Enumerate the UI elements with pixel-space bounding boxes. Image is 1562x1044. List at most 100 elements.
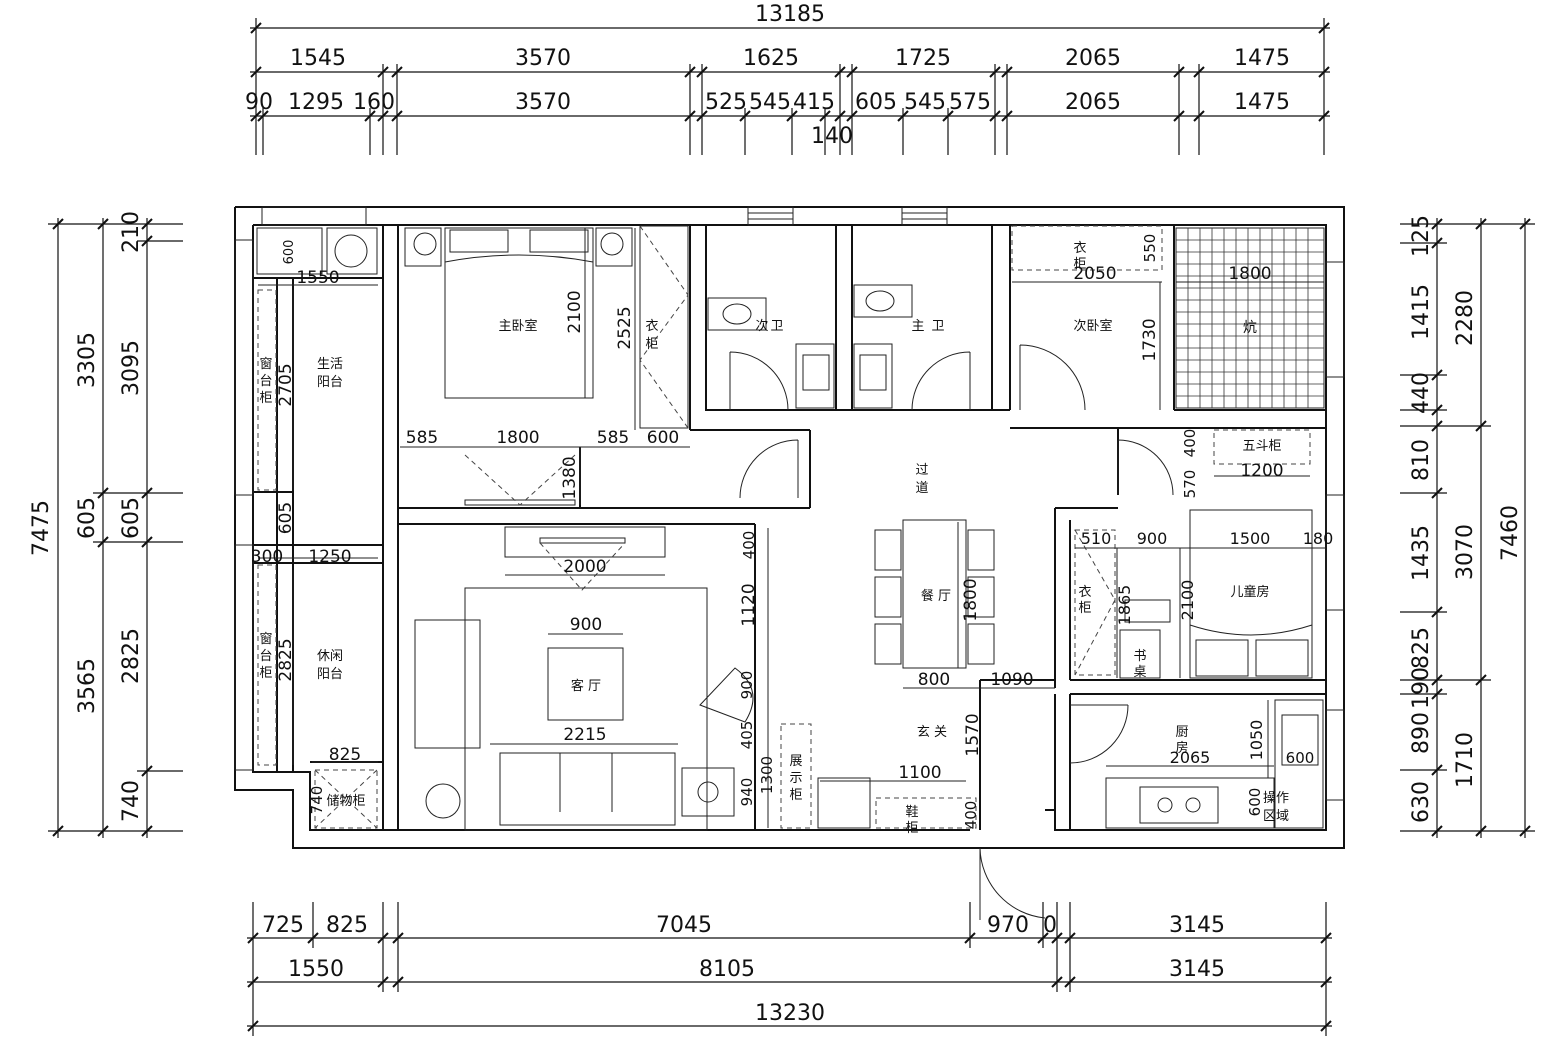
dim-left-inner: 740 [119, 780, 144, 822]
dim-wardrobe-c-length: 1865 [1115, 585, 1134, 626]
dim-bottom-r2: 3145 [1169, 957, 1225, 982]
room-kitchen-1: 厨 [1175, 725, 1188, 740]
dim-kang-width: 1800 [1228, 264, 1271, 284]
dim-gap-180: 180 [1303, 529, 1334, 548]
dim-2nd-wardrobe: 2050 [1073, 264, 1116, 284]
dim-tv-console: 2000 [563, 557, 606, 577]
dim-living-gap: 400 [740, 531, 758, 560]
dim-left-total: 7475 [29, 500, 54, 556]
room-window-cab-a-2: 台 [259, 374, 272, 389]
dim-sill: 300 [251, 547, 283, 567]
dim-right-inner: 1435 [1409, 525, 1434, 581]
dim-right-total: 7460 [1498, 505, 1523, 561]
dim-child-bed-length: 2100 [1178, 580, 1197, 621]
dim-kitchen-width: 2065 [1170, 748, 1211, 767]
dim-top-r3: 415 [793, 90, 835, 115]
room-shoe-1: 鞋 [905, 804, 918, 820]
room-second-bedroom: 次卧室 [1073, 318, 1112, 334]
dim-fridge: 600 [1286, 749, 1315, 767]
dim-sink: 600 [282, 240, 297, 265]
dim-left-inner: 2825 [119, 628, 144, 684]
dim-top-r3: 545 [749, 90, 791, 115]
dim-bottom-r1: 970 [987, 913, 1029, 938]
dim-gap-940: 940 [738, 778, 756, 807]
dim-sofa: 2215 [563, 725, 606, 745]
dim-bed-width: 1800 [496, 428, 539, 448]
room-corridor-2: 道 [915, 481, 928, 496]
top-dimensions: 13185 1545 3570 1625 1725 2065 1475 90 1… [245, 2, 1330, 155]
dim-top-r2: 2065 [1065, 46, 1121, 71]
room-children: 儿童房 [1230, 584, 1269, 600]
room-display-1: 展 [789, 754, 802, 769]
room-living-balcony-2: 阳台 [317, 375, 343, 390]
dim-balcony-width: 1550 [296, 268, 339, 288]
room-second-bath-2: 卫 [770, 319, 783, 334]
dim-counter-depth: 600 [1246, 788, 1264, 817]
dim-kitchen-depth: 1050 [1247, 720, 1266, 761]
dim-balcony-height: 2705 [276, 363, 296, 406]
dim-top-r3: 2065 [1065, 90, 1121, 115]
dim-left-mid: 3565 [75, 658, 100, 714]
dim-gap-405: 405 [738, 721, 756, 750]
dim-left-inner: 605 [119, 497, 144, 539]
dim-right-inner: 825 [1409, 627, 1434, 669]
room-wardrobe-b-1: 衣 [1073, 240, 1086, 256]
room-dining: 餐 厅 [921, 588, 951, 604]
room-kang: 炕 [1243, 320, 1257, 336]
dim-storage-depth: 740 [308, 786, 326, 815]
dim-balcony-gap: 605 [276, 502, 296, 534]
room-living: 客 厅 [571, 678, 601, 694]
dim-right-mid: 3070 [1453, 524, 1478, 580]
dim-balcony-width-2: 1250 [308, 547, 351, 567]
dim-top-r3: 1295 [288, 90, 344, 115]
dim-left-inner: 210 [119, 211, 144, 253]
interior-dimension-lines [258, 228, 1326, 828]
room-foyer: 玄 关 [917, 725, 947, 740]
dim-armchair: 900 [738, 671, 756, 700]
bottom-dimensions: 725 825 7045 970 0 3145 1550 8105 3145 1… [247, 902, 1332, 1036]
dim-balcony-height-2: 2825 [276, 638, 296, 681]
dim-wardrobe-length: 2525 [615, 306, 635, 349]
room-display-2: 示 [789, 771, 802, 786]
room-window-cab-b-1: 窗 [259, 631, 272, 647]
room-leisure-balcony-2: 阳台 [317, 667, 343, 682]
room-desk-1: 书 [1133, 649, 1146, 664]
room-window-cab-b-2: 台 [259, 649, 272, 664]
dim-right-inner: 890 [1409, 712, 1434, 754]
dim-display-height: 1300 [758, 756, 776, 794]
dim-right-mid: 1710 [1453, 732, 1478, 788]
dim-shoe-width: 1100 [898, 763, 941, 783]
dim-top-r3: 3570 [515, 90, 571, 115]
room-kitchen-2: 房 [1175, 740, 1188, 756]
furniture [256, 225, 1325, 831]
room-wardrobe-c-2: 柜 [1078, 601, 1091, 616]
dim-chest-depth: 570 [1181, 470, 1199, 499]
dim-top-r2: 1475 [1234, 46, 1290, 71]
room-master-bath-1: 主 [911, 319, 924, 334]
room-chest: 五斗柜 [1242, 439, 1281, 454]
dim-child-bed: 1500 [1230, 529, 1271, 548]
dim-right-inner: 810 [1409, 439, 1434, 481]
room-wardrobe-a-1: 衣 [645, 318, 658, 334]
dim-wardrobe-c: 510 [1081, 529, 1112, 548]
dim-bottom-total: 13230 [755, 1001, 825, 1026]
dim-bottom-r1: 3145 [1169, 913, 1225, 938]
room-work-area-1: 操作 [1263, 790, 1289, 806]
dim-living-side: 1120 [739, 583, 759, 626]
dim-left-mid: 605 [75, 497, 100, 539]
room-master-bath-2: 卫 [931, 319, 944, 334]
windows [234, 206, 1345, 801]
dim-top-r3: 160 [353, 90, 395, 115]
right-dimensions: 125 1415 440 810 1435 825 190 890 630 22… [1400, 215, 1535, 838]
dim-right-inner: 190 [1409, 667, 1434, 709]
interior-dimension-labels: 1550 2705 605 300 1250 2825 825 740 600 … [251, 234, 1334, 830]
dim-left-inner: 3095 [119, 340, 144, 396]
left-dimensions: 7475 3305 605 3565 210 3095 605 2825 740 [29, 211, 183, 838]
dim-bottom-r1: 825 [326, 913, 368, 938]
room-window-cab-a-1: 窗 [259, 356, 272, 372]
dim-dining-side: 1090 [990, 670, 1033, 690]
room-window-cab-b-3: 柜 [259, 666, 272, 681]
dim-top-r2: 1545 [290, 46, 346, 71]
room-corridor-1: 过 [915, 463, 928, 478]
